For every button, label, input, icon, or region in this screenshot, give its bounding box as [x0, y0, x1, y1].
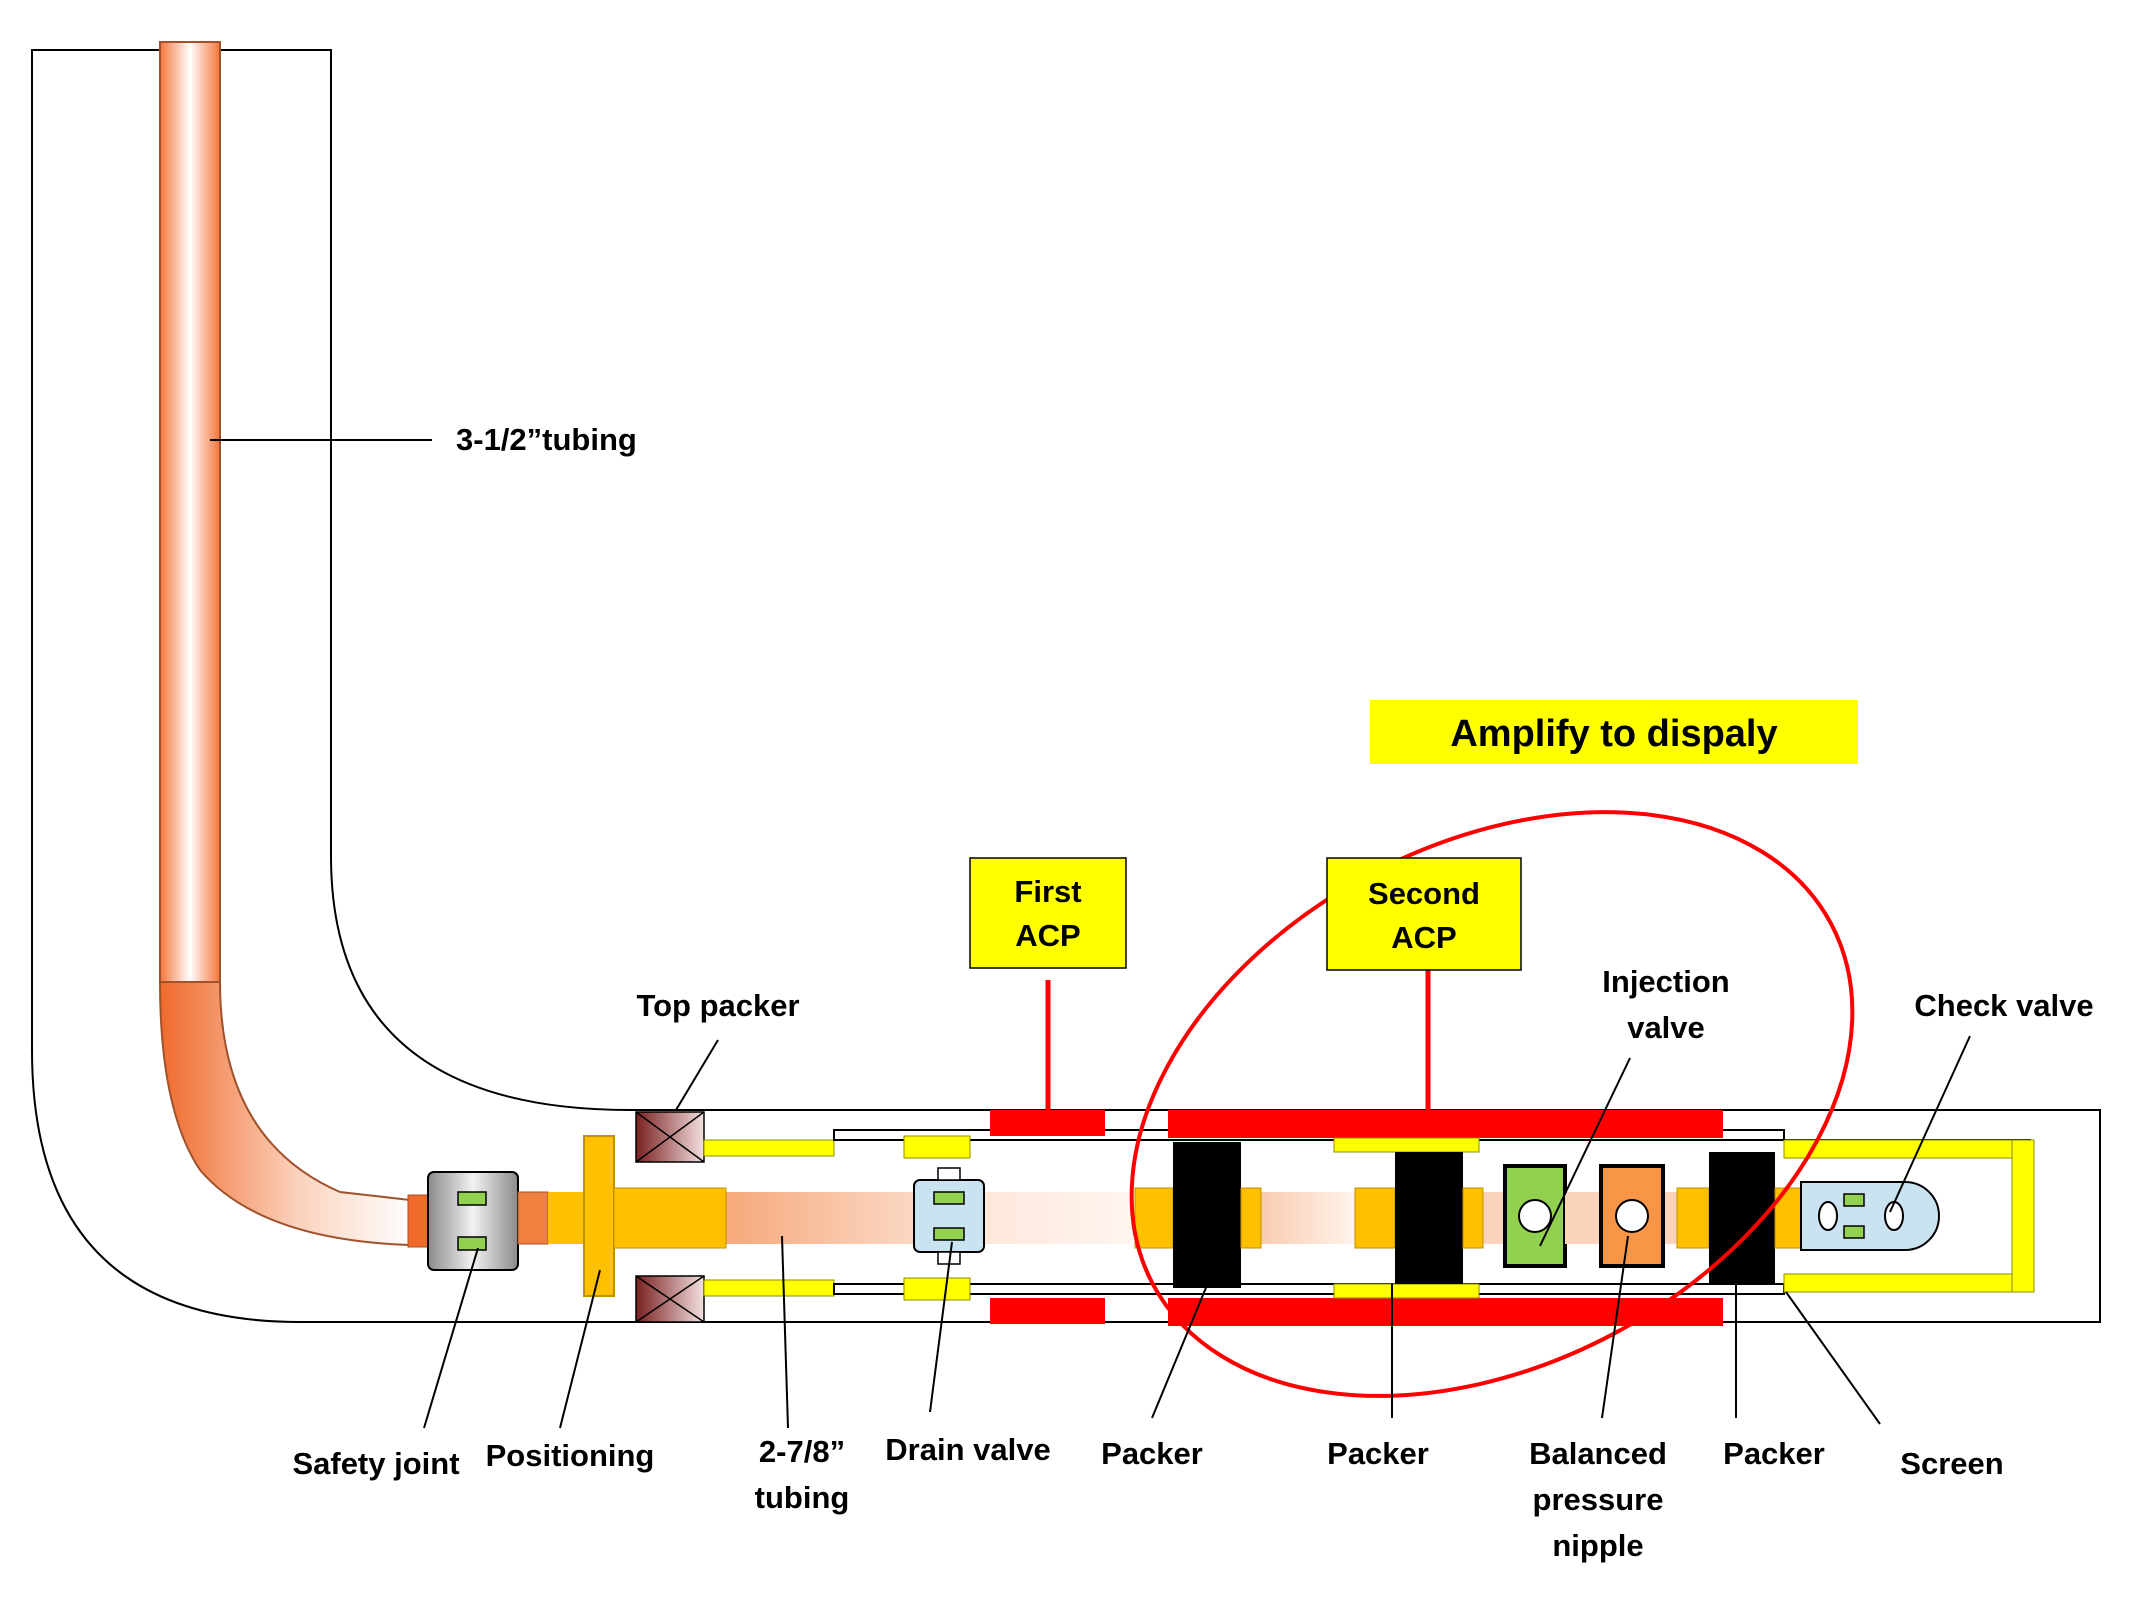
coupling-2 — [548, 1192, 584, 1244]
label-injection-valve-line2: valve — [1627, 1010, 1705, 1045]
label-top-packer: Top packer — [636, 988, 799, 1023]
leader-check-valve — [1889, 1035, 1971, 1213]
first-acp-bottom — [990, 1298, 1105, 1324]
coupling-injection — [1565, 1192, 1601, 1244]
second-acp-label-line2: ACP — [1391, 920, 1456, 955]
leader-top-packer — [675, 1039, 719, 1111]
leader-positioning — [559, 1269, 601, 1429]
check-valve — [1800, 1181, 1940, 1251]
first-acp-box — [969, 857, 1127, 969]
sleeve-bottom — [1333, 1283, 1480, 1299]
label-tubing-2-7-8-line2: tubing — [755, 1480, 850, 1515]
label-nipple-line2: pressure — [1533, 1482, 1664, 1517]
lower-yellow-line-1 — [703, 1279, 835, 1297]
label-tubing-2-7-8-line1: 2-7/8” — [759, 1434, 845, 1469]
label-safety-joint: Safety joint — [292, 1446, 459, 1481]
first-acp-label-line1: First — [1014, 874, 1081, 909]
upper-yellow-small — [903, 1135, 971, 1159]
second-acp-bottom — [1168, 1298, 1723, 1326]
leader-tubing-2-7-8 — [781, 1235, 789, 1429]
label-screen: Screen — [1900, 1446, 2003, 1481]
tubing-mid-section-1 — [1245, 1192, 1355, 1244]
lower-black-pipe — [833, 1283, 1785, 1295]
amplify-ellipse — [1129, 810, 1855, 1398]
wellbore-outline — [31, 49, 2101, 1323]
upper-yellow-line-1 — [703, 1139, 835, 1157]
leader-drain-valve — [929, 1241, 953, 1413]
label-positioning: Positioning — [486, 1438, 655, 1473]
label-nipple-line3: nipple — [1552, 1528, 1643, 1563]
injection-valve — [1503, 1164, 1567, 1268]
second-acp-top — [1168, 1110, 1723, 1138]
balanced-pressure-nipple — [1599, 1164, 1665, 1268]
first-acp-label-line2: ACP — [1015, 918, 1080, 953]
positioning-body — [613, 1187, 727, 1249]
amplify-box — [1370, 700, 1858, 764]
packer-1 — [1134, 1142, 1262, 1288]
label-packer-3: Packer — [1723, 1436, 1825, 1471]
label-check-valve: Check valve — [1914, 988, 2093, 1023]
leader-safety-joint — [423, 1247, 479, 1429]
coupling-1 — [517, 1191, 549, 1245]
label-tubing-3-5: 3-1/2”tubing — [456, 422, 637, 457]
label-injection-valve-line1: Injection — [1602, 964, 1729, 999]
lower-yellow-small — [903, 1277, 971, 1301]
label-packer-2: Packer — [1327, 1436, 1429, 1471]
label-nipple-line1: Balanced — [1529, 1436, 1667, 1471]
leader-nipple — [1601, 1235, 1629, 1419]
leader-screen — [1785, 1291, 1881, 1425]
first-acp-top — [990, 1110, 1105, 1136]
drain-valve — [913, 1167, 985, 1265]
leader-packer-1 — [1151, 1277, 1211, 1419]
sleeve-top — [1333, 1137, 1480, 1153]
label-packer-1: Packer — [1101, 1436, 1203, 1471]
packer-2 — [1354, 1152, 1484, 1284]
second-acp-label-line1: Second — [1368, 876, 1480, 911]
packer-3 — [1676, 1152, 1802, 1284]
second-acp-box — [1326, 857, 1522, 971]
screen — [1783, 1139, 2035, 1293]
top-packer — [635, 1111, 705, 1323]
safety-joint — [427, 1171, 519, 1271]
tubing-3-1-2 — [158, 41, 431, 1248]
leader-injection-valve — [1539, 1057, 1631, 1247]
label-drain-valve: Drain valve — [885, 1432, 1050, 1467]
amplify-label: Amplify to dispaly — [1450, 713, 1777, 755]
